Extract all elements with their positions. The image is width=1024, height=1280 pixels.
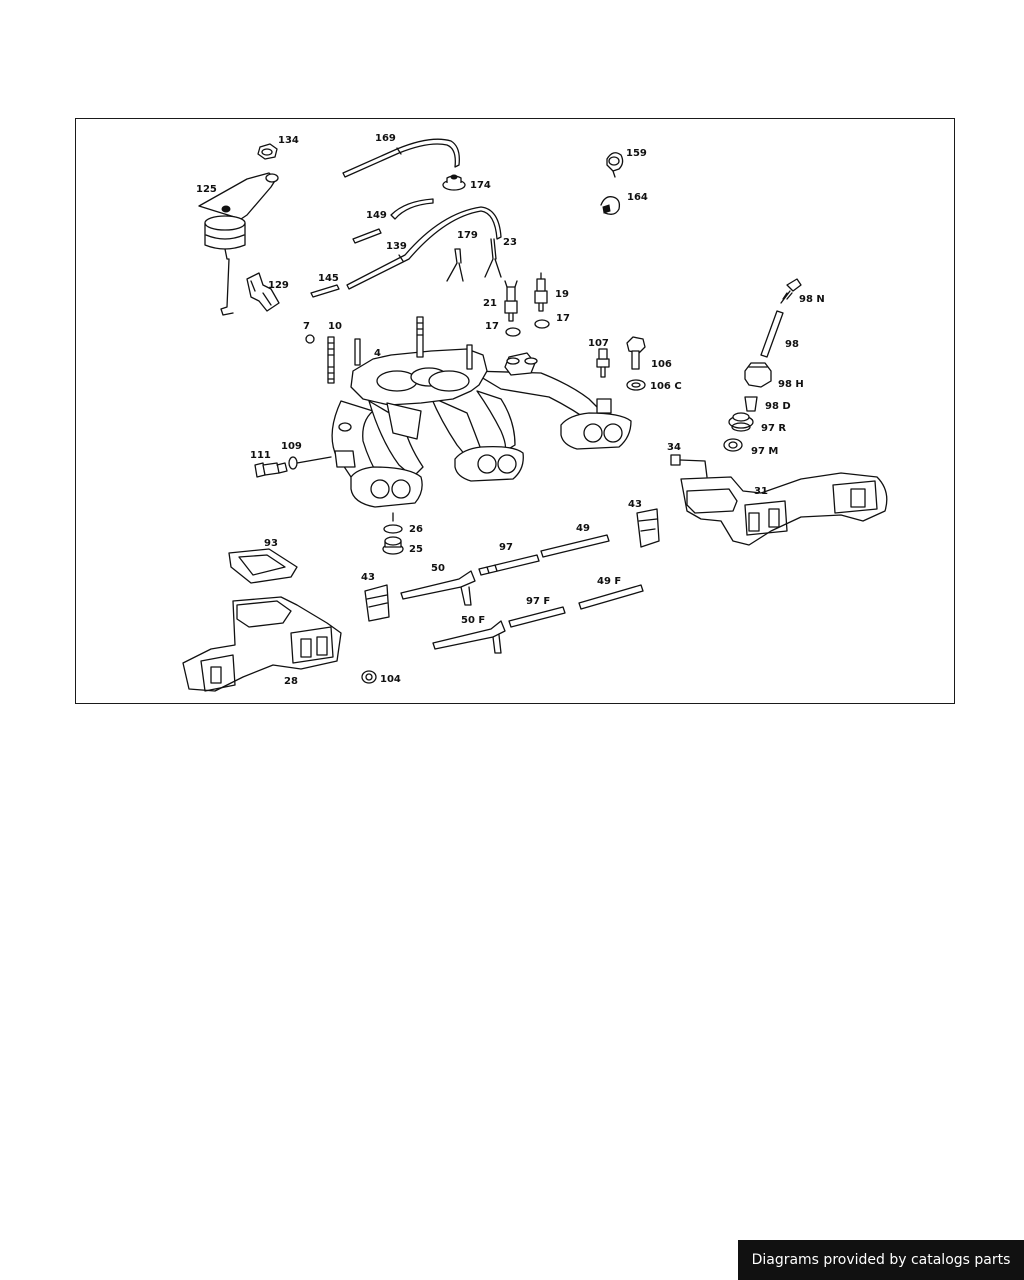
label-34: 34	[667, 442, 681, 453]
label-97m: 97 M	[751, 446, 778, 457]
part-106c-washer	[626, 379, 646, 391]
part-21-sensor	[504, 280, 518, 322]
part-97f-tube	[508, 606, 566, 628]
part-174-grommet	[442, 174, 466, 191]
part-49-tube	[540, 534, 610, 558]
label-169: 169	[375, 133, 396, 144]
part-4-intake-manifold	[331, 316, 632, 508]
label-31: 31	[754, 486, 768, 497]
part-145-hose	[310, 284, 340, 298]
part-98d-cap	[744, 396, 758, 412]
label-49: 49	[576, 523, 590, 534]
label-97f: 97 F	[526, 596, 550, 607]
part-49f-tube	[578, 584, 644, 610]
label-164: 164	[627, 192, 648, 203]
part-19-sensor	[534, 272, 548, 312]
label-111: 111	[250, 450, 271, 461]
label-159: 159	[626, 148, 647, 159]
label-10: 10	[328, 321, 342, 332]
part-93-gasket	[228, 548, 298, 584]
label-17a: 17	[485, 321, 499, 332]
label-109: 109	[281, 441, 302, 452]
label-19: 19	[555, 289, 569, 300]
part-106-bolt	[626, 336, 646, 370]
part-169-hose	[342, 138, 460, 178]
part-43-heat-shield-left	[364, 584, 390, 622]
part-164-hose-clamp	[600, 196, 621, 215]
part-50f-tube	[432, 620, 506, 654]
part-34-plug	[670, 454, 708, 478]
part-17-sealing-ring-a	[505, 327, 521, 337]
label-98n: 98 N	[799, 294, 825, 305]
label-98d: 98 D	[765, 401, 791, 412]
part-98h-fitting	[744, 362, 772, 388]
label-50: 50	[431, 563, 445, 574]
label-50f: 50 F	[461, 615, 485, 626]
label-129: 129	[268, 280, 289, 291]
intake-manifold-exploded-diagram: 134 169 159 125 174 164 149 179 23 139 1…	[182, 133, 888, 692]
label-97: 97	[499, 542, 513, 553]
label-43b: 43	[361, 572, 375, 583]
part-25-plug	[382, 536, 404, 555]
part-50-tube	[400, 570, 476, 606]
part-139-hose	[346, 206, 502, 290]
label-49f: 49 F	[597, 576, 621, 587]
label-93: 93	[264, 538, 278, 549]
label-139: 139	[386, 241, 407, 252]
part-98-rod	[760, 310, 784, 358]
part-179-y-connector	[446, 248, 464, 282]
part-97r-adapter	[728, 412, 754, 432]
part-10-stud	[327, 336, 335, 384]
label-26: 26	[409, 524, 423, 535]
part-43-heat-shield-right	[636, 508, 660, 548]
part-28-exhaust-manifold	[182, 596, 342, 692]
label-97r: 97 R	[761, 423, 786, 434]
part-23-y-connector	[484, 238, 502, 278]
label-98h: 98 H	[778, 379, 804, 390]
label-104: 104	[380, 674, 401, 685]
label-149: 149	[366, 210, 387, 221]
part-111-valve	[254, 462, 288, 478]
part-107-valve	[596, 348, 610, 378]
label-28: 28	[284, 676, 298, 687]
label-25: 25	[409, 544, 423, 555]
label-179: 179	[457, 230, 478, 241]
part-97m-ring	[723, 438, 743, 452]
label-106: 106	[651, 359, 672, 370]
label-23: 23	[503, 237, 517, 248]
label-107: 107	[588, 338, 609, 349]
label-174: 174	[470, 180, 491, 191]
part-26-ring	[383, 512, 403, 534]
parts-diagram-frame: 134 169 159 125 174 164 149 179 23 139 1…	[75, 118, 955, 704]
label-17b: 17	[556, 313, 570, 324]
part-104-nut	[361, 670, 377, 684]
part-129-bracket	[246, 272, 280, 312]
part-159-clip	[606, 152, 624, 178]
label-4: 4	[374, 348, 381, 359]
part-109-ring	[288, 456, 332, 470]
part-7-ball	[305, 334, 315, 344]
label-98: 98	[785, 339, 799, 350]
part-17-sealing-ring-b	[534, 319, 550, 329]
part-31-exhaust-manifold	[680, 472, 888, 546]
part-125-vacuum-actuator	[198, 172, 279, 316]
part-97-tube	[478, 554, 540, 576]
label-125: 125	[196, 184, 217, 195]
label-43a: 43	[628, 499, 642, 510]
label-106c: 106 C	[650, 381, 682, 392]
label-7: 7	[303, 321, 310, 332]
part-134-nut	[257, 143, 278, 160]
part-149-hose	[352, 198, 434, 244]
label-134: 134	[278, 135, 299, 146]
label-21: 21	[483, 298, 497, 309]
credit-banner: Diagrams provided by catalogs parts	[738, 1240, 1024, 1280]
part-98n-screw	[780, 278, 802, 304]
label-145: 145	[318, 273, 339, 284]
